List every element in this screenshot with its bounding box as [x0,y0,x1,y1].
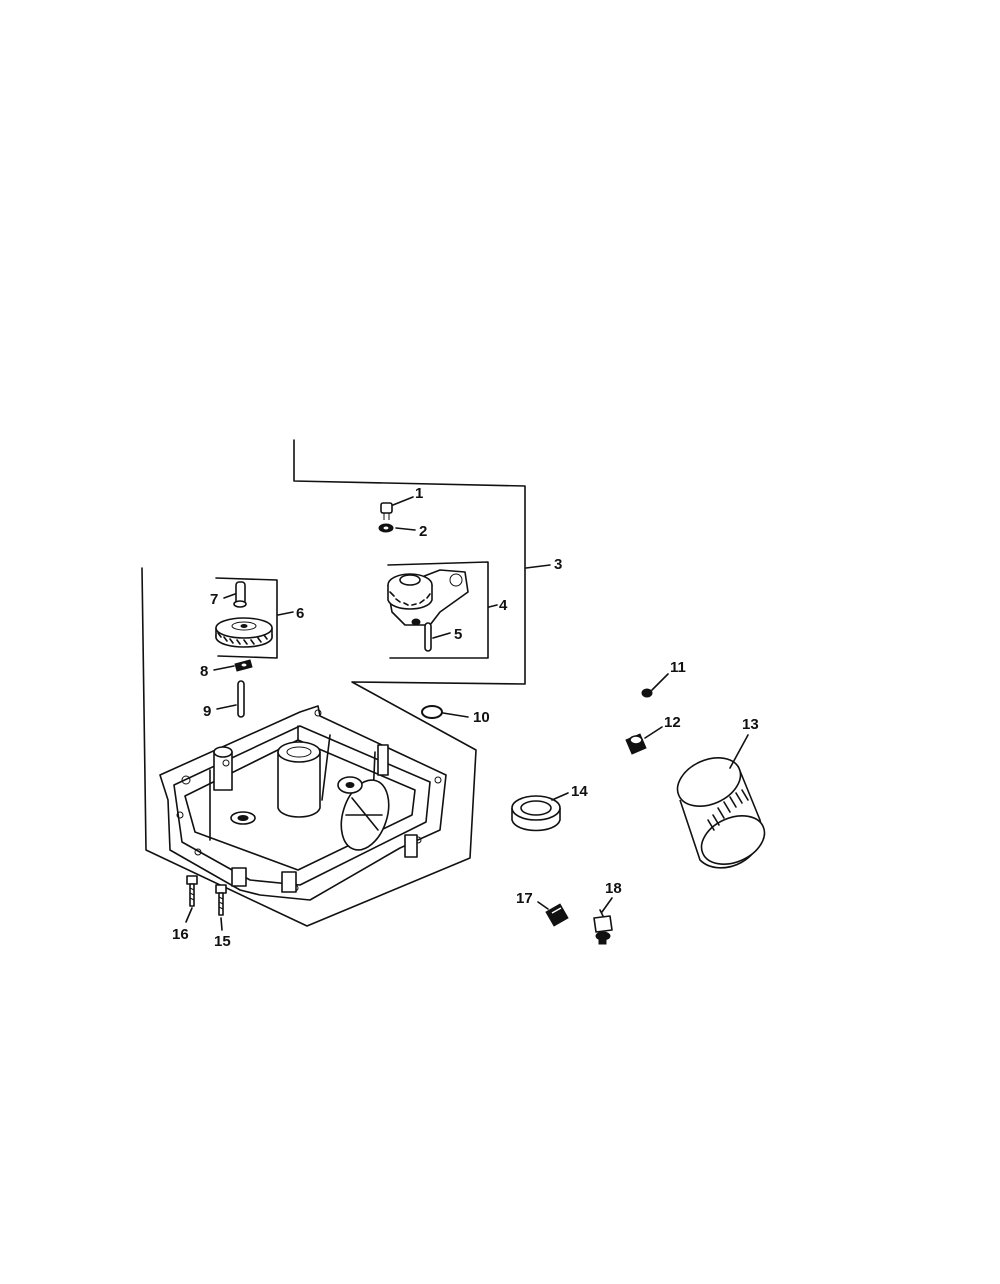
leader-14 [551,792,569,801]
leader-10 [442,712,469,718]
part-4-oil-pump [387,569,469,626]
leader-8 [213,665,235,671]
part-6-gear [215,617,273,648]
part-14-seal [511,795,561,832]
leader-13 [729,734,749,769]
callout-12: 12 [664,714,681,731]
leader-1 [392,496,414,506]
part-15-bolt [215,884,227,916]
part-10-o-ring [421,705,443,719]
part-11-plug [641,688,653,698]
callout-labels: 1 2 3 4 5 6 7 8 9 10 11 12 13 14 15 16 1… [172,485,759,950]
part-1-screw [380,502,393,520]
assembly-4-bracket [387,561,489,659]
callout-7: 7 [210,591,218,608]
callout-3: 3 [554,556,562,573]
leader-11 [651,673,669,691]
callout-17: 17 [516,890,533,907]
leader-9 [216,704,237,710]
leader-6 [277,611,294,616]
part-18-sensor [593,909,613,945]
oil-pan-housing [159,705,447,901]
callout-6: 6 [296,605,304,622]
callout-8: 8 [200,663,208,680]
callout-14: 14 [571,783,588,800]
part-2-washer [378,523,394,533]
leader-17 [537,901,549,910]
part-13-oil-filter [676,757,766,869]
part-9-pin [237,680,245,718]
leader-7 [223,593,236,599]
leader-3 [525,564,551,569]
callout-4: 4 [499,597,508,614]
callout-10: 10 [473,709,490,726]
part-16-bolt [186,875,198,907]
part-8-washer [234,659,253,672]
part-17-clip [545,903,569,927]
leader-lines [185,496,749,931]
leader-16 [185,907,193,923]
leader-12 [644,726,663,739]
leader-15 [220,917,223,931]
leader-5 [432,632,451,639]
callout-1: 1 [415,485,423,502]
part-12-fitting [625,733,647,755]
callout-15: 15 [214,933,231,950]
part-7-shaft [233,581,247,608]
callout-18: 18 [605,880,622,897]
callout-9: 9 [203,703,211,720]
part-5-pin [424,622,432,652]
gear-6-bracket [215,577,278,659]
leader-4 [488,604,498,608]
callout-13: 13 [742,716,759,733]
callout-5: 5 [454,626,462,643]
leader-18 [601,897,613,913]
callout-11: 11 [670,659,686,676]
callout-16: 16 [172,926,189,943]
leader-2 [395,527,416,531]
callout-2: 2 [419,523,427,540]
